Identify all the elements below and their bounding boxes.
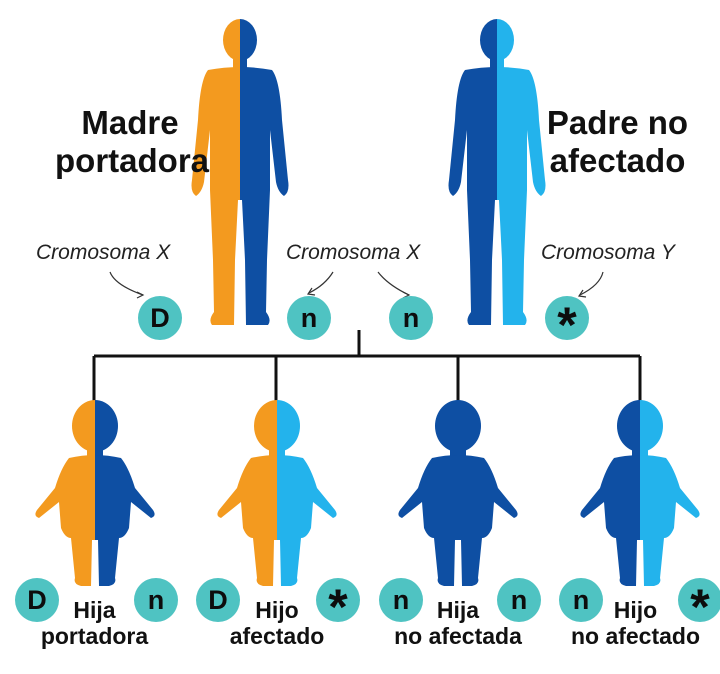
allele-mother-1: D — [138, 296, 182, 340]
child-label-1-line-2: portadora — [12, 623, 177, 649]
child-label-3: Hija no afectada — [373, 597, 543, 650]
child-label-2-line-1: Hijo — [197, 597, 357, 623]
father-label: Padre no afectado — [535, 104, 700, 180]
arrow-father-x-right — [378, 272, 409, 295]
chromosome-label-father-y: Cromosoma Y — [541, 241, 675, 265]
child-label-4: Hijo no afectado — [553, 597, 718, 650]
child-figure-1 — [35, 400, 154, 586]
father-label-line-2: afectado — [535, 142, 700, 180]
allele-father-1: n — [389, 296, 433, 340]
mother-label: Madre portadora — [55, 104, 205, 180]
father-label-line-1: Padre no — [535, 104, 700, 142]
child-label-4-line-2: no afectado — [553, 623, 718, 649]
child-label-2-line-2: afectado — [197, 623, 357, 649]
chromosome-label-father-x: Cromosoma X — [286, 241, 420, 265]
mother-label-line-1: Madre — [55, 104, 205, 142]
father-figure — [449, 19, 546, 325]
child-label-4-line-1: Hijo — [553, 597, 718, 623]
child-figure-3 — [398, 400, 517, 586]
child-label-3-line-2: no afectada — [373, 623, 543, 649]
child-label-3-line-1: Hija — [373, 597, 543, 623]
allele-mother-2: n — [287, 296, 331, 340]
arrow-father-x-left — [309, 272, 333, 293]
child-label-1: Hija portadora — [12, 597, 177, 650]
allele-father-2: * — [545, 296, 589, 340]
child-figure-2 — [217, 400, 336, 586]
chromosome-arrows — [110, 272, 603, 298]
child-label-2: Hijo afectado — [197, 597, 357, 650]
mother-label-line-2: portadora — [55, 142, 205, 180]
child-figure-4 — [580, 400, 699, 586]
arrow-mother-x — [110, 272, 143, 295]
child-label-1-line-1: Hija — [12, 597, 177, 623]
arrow-father-y — [580, 272, 603, 295]
chromosome-label-mother-x: Cromosoma X — [36, 241, 170, 265]
